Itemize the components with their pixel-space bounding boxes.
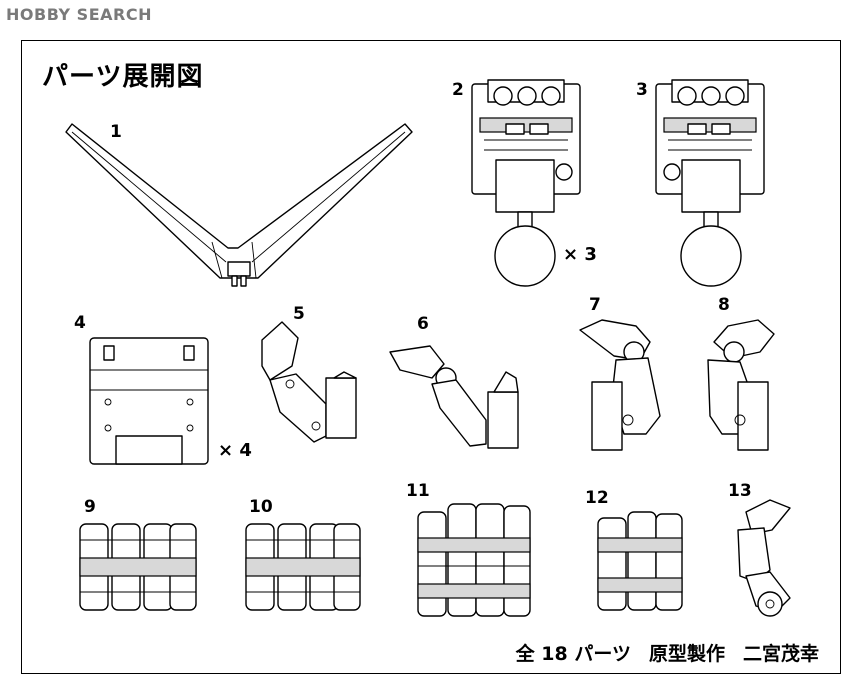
hobby-search-logo: HOBBY SEARCH	[6, 4, 152, 24]
part-number-12: 12	[585, 488, 609, 508]
part-number-13: 13	[728, 481, 752, 501]
part-2-hand-block	[471, 79, 581, 287]
part-number-5: 5	[293, 304, 305, 324]
part-11-segment-chain	[417, 503, 531, 617]
part-13-finger	[737, 499, 791, 617]
part-number-4: 4	[74, 313, 86, 333]
part-number-10: 10	[249, 497, 273, 517]
part-12-segment-chain	[597, 511, 683, 611]
part-5-finger	[261, 321, 357, 443]
part-number-6: 6	[417, 314, 429, 334]
part-number-9: 9	[84, 497, 96, 517]
part-multiplier-4: × 4	[218, 440, 252, 461]
part-9-segment-chain	[79, 523, 197, 611]
part-multiplier-2: × 3	[563, 244, 597, 265]
part-number-11: 11	[406, 481, 430, 501]
part-number-2: 2	[452, 80, 464, 100]
part-number-7: 7	[589, 295, 601, 315]
sheet-title: パーツ展開図	[42, 62, 204, 92]
footer-credit: 全 18 パーツ 原型製作 二宮茂幸	[516, 639, 819, 666]
part-3-hand-block	[655, 79, 765, 287]
part-8-finger	[707, 319, 775, 451]
logo-text: HOBBY SEARCH	[6, 4, 152, 24]
part-6-finger	[389, 345, 519, 449]
part-7-finger	[579, 319, 661, 451]
part-10-segment-chain	[245, 523, 361, 611]
sculptor-name: 二宮茂幸	[742, 643, 819, 665]
part-4-plate	[89, 337, 209, 465]
part-number-8: 8	[718, 295, 730, 315]
part-1-v-frame	[65, 123, 413, 287]
part-number-1: 1	[110, 122, 122, 142]
credit-label: 原型製作	[648, 643, 725, 665]
total-parts-count: 全 18 パーツ	[515, 643, 631, 665]
part-number-3: 3	[636, 80, 648, 100]
